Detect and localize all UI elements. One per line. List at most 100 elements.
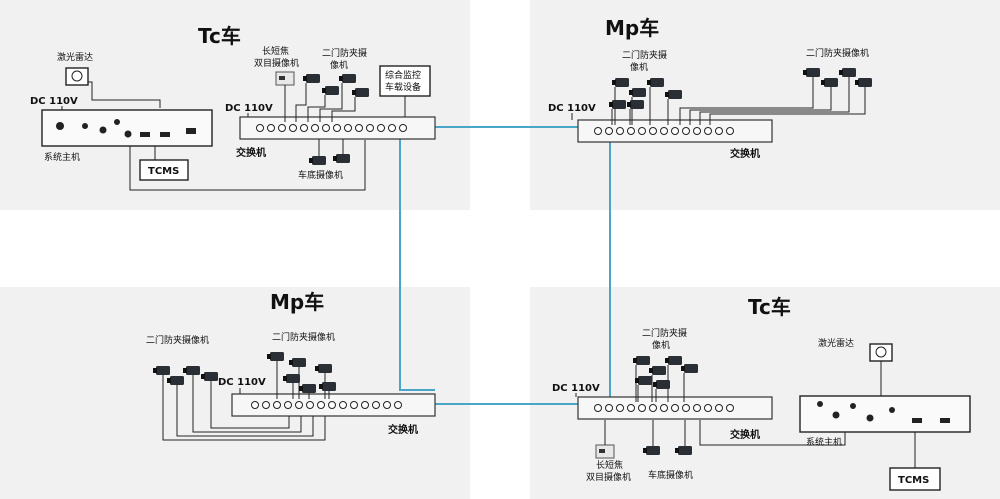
- door-cam-tc-bottom: [652, 366, 666, 375]
- dual-cam-label-tc-top-2: 双目摄像机: [254, 57, 299, 69]
- door-cam-label-mp-top-3: 二门防夹摄像机: [806, 47, 869, 59]
- switch-mp-bottom-port: [372, 401, 380, 409]
- door-cam-tc-bottom-lens: [649, 368, 653, 373]
- switch-tc-top-port: [322, 124, 330, 132]
- underbody-cam-tc-top: [312, 156, 326, 165]
- switch-label-mp-top: 交换机: [730, 147, 760, 160]
- switch-tc-bottom-port: [627, 404, 635, 412]
- tcms-box-tc-top: TCMS: [139, 159, 189, 181]
- door-cam-mp-bottom-left-wire: [210, 381, 290, 429]
- switch-tc-bottom-port: [726, 404, 734, 412]
- door-cam-tc-bottom: [638, 376, 652, 385]
- switch-mp-bottom-port: [328, 401, 336, 409]
- switch-mp-bottom-port: [383, 401, 391, 409]
- door-cam-mp-top-left: [615, 78, 629, 87]
- system-host-tc-top: [41, 109, 213, 147]
- monitor-label-2: 车载设备: [385, 81, 421, 93]
- door-cam-mp-top-right-wire: [709, 87, 866, 125]
- switch-mp-bottom-port: [361, 401, 369, 409]
- switch-tc-bottom-port: [594, 404, 602, 412]
- switch-tc-top-port: [366, 124, 374, 132]
- switch-mp-top-port: [638, 127, 646, 135]
- door-cam-mp-top-left-lens: [612, 80, 616, 85]
- monitor-label-1: 综合监控: [385, 69, 421, 81]
- door-cam-tc-top-wire: [295, 83, 307, 122]
- tcms-label-tc-top: TCMS: [148, 166, 179, 177]
- switch-tc-bottom-port: [660, 404, 668, 412]
- switch-tc-top-port: [289, 124, 297, 132]
- underbody-cam-tc-top: [336, 154, 350, 163]
- switch-mp-bottom-port: [306, 401, 314, 409]
- backbone-links: [399, 126, 611, 405]
- underbody-cam-tc-bottom-lens: [643, 448, 647, 453]
- door-cam-tc-top-wire: [331, 97, 356, 122]
- dc110v-label-tc-top-switch: DC 110V: [225, 103, 273, 114]
- door-cam-mp-top-left: [630, 100, 644, 109]
- door-cam-tc-bottom-lens: [635, 378, 639, 383]
- door-cam-mp-top-right: [824, 78, 838, 87]
- switch-mp-bottom-port: [262, 401, 270, 409]
- door-cam-mp-bottom-left-lens: [167, 378, 171, 383]
- switch-mp-top-port: [616, 127, 624, 135]
- door-cam-mp-bottom-right: [318, 364, 332, 373]
- door-cam-tc-top-lens: [339, 76, 343, 81]
- switch-tc-top-port: [311, 124, 319, 132]
- underbody-cam-label-tc-bottom: 车底摄像机: [648, 469, 693, 481]
- link-left-vertical: [399, 137, 435, 391]
- door-cam-mp-bottom-right: [292, 358, 306, 367]
- door-cam-tc-bottom-lens: [665, 358, 669, 363]
- door-cam-mp-bottom-left: [170, 376, 184, 385]
- door-cam-mp-top-right-lens: [855, 80, 859, 85]
- door-cam-mp-bottom-left-wire: [192, 375, 302, 433]
- panel-tc-top: [0, 0, 470, 210]
- system-host-tc-bottom: [799, 395, 971, 433]
- switch-mp-top-port: [660, 127, 668, 135]
- door-cam-mp-bottom-left: [186, 366, 200, 375]
- switch-mp-bottom-port: [350, 401, 358, 409]
- title-mp-bottom: Mp车: [270, 290, 324, 314]
- dc110v-label-tc-top-host: DC 110V: [30, 96, 78, 107]
- switch-mp-top-port: [594, 127, 602, 135]
- switch-mp-top-port: [627, 127, 635, 135]
- door-cam-mp-top-right: [858, 78, 872, 87]
- panel-tc-bottom: [530, 287, 1000, 499]
- door-cam-mp-top-right-wire: [699, 77, 850, 125]
- door-cam-mp-top-right-wire: [689, 87, 832, 125]
- switch-mp-top-port: [605, 127, 613, 135]
- door-cam-label-tc-top-1: 二门防夹摄: [322, 47, 367, 59]
- door-cam-tc-top: [342, 74, 356, 83]
- door-cam-tc-bottom: [636, 356, 650, 365]
- switch-mp-top-port: [726, 127, 734, 135]
- dc110v-label-tc-bottom: DC 110V: [552, 383, 600, 394]
- switch-tc-bottom-port: [671, 404, 679, 412]
- door-cam-label-tc-top-2: 像机: [330, 59, 348, 71]
- underbody-cam-label-tc-top: 车底摄像机: [298, 169, 343, 181]
- door-cam-mp-bottom-left: [156, 366, 170, 375]
- lidar-label: 激光雷达: [57, 51, 93, 63]
- door-cam-tc-top-lens: [352, 90, 356, 95]
- door-cam-mp-top-left: [612, 100, 626, 109]
- lidar-device-tc-bottom: [869, 343, 893, 362]
- monitor-box: 综合监控 车载设备: [379, 65, 431, 97]
- door-cam-mp-top-right-lens: [821, 80, 825, 85]
- dc110v-label-mp-top: DC 110V: [548, 103, 596, 114]
- switch-tc-bottom-port: [616, 404, 624, 412]
- switch-mp-bottom-port: [394, 401, 402, 409]
- door-cam-mp-bottom-right: [302, 384, 316, 393]
- door-cam-mp-bottom-right-lens: [299, 386, 303, 391]
- underbody-cam-tc-top-lens: [309, 158, 313, 163]
- door-cam-mp-top-right-lens: [803, 70, 807, 75]
- switch-tc-top-port: [267, 124, 275, 132]
- switch-label-mp-bottom: 交换机: [388, 423, 418, 436]
- underbody-cam-tc-bottom: [678, 446, 692, 455]
- door-cam-label-mp-top-2: 像机: [630, 61, 648, 73]
- device-details: [153, 68, 872, 455]
- host-label-tc-top: 系统主机: [44, 151, 80, 163]
- door-cam-label-mp-top-1: 二门防夹摄: [622, 49, 667, 61]
- switch-tc-bottom-port: [649, 404, 657, 412]
- door-cam-mp-bottom-right: [270, 352, 284, 361]
- door-cam-mp-bottom-right-lens: [319, 384, 323, 389]
- door-cam-mp-top-left: [650, 78, 664, 87]
- door-cam-tc-top: [325, 86, 339, 95]
- switch-tc-bottom-port: [638, 404, 646, 412]
